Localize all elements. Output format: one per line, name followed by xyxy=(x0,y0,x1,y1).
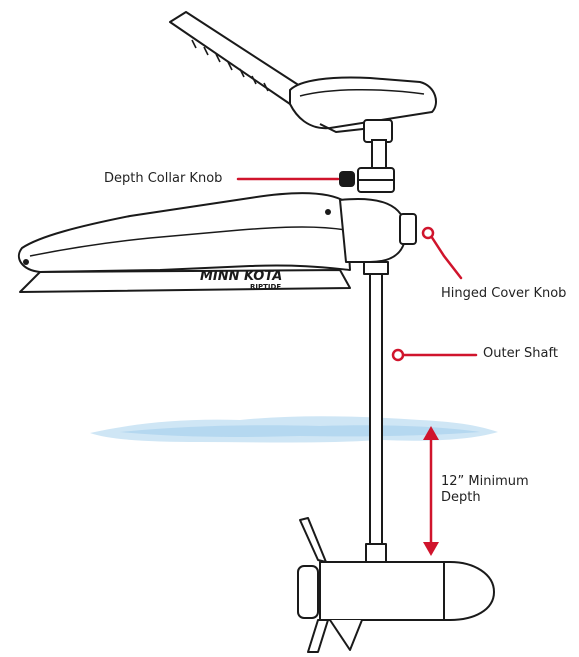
minimum-depth-label-line1: 12” Minimum xyxy=(441,474,529,489)
model-logo: RIPTIDE xyxy=(250,283,281,291)
depth-collar xyxy=(339,167,395,193)
brand-logo: MINN KOTA xyxy=(200,269,282,284)
outer-shaft xyxy=(369,273,383,545)
minimum-depth-label-line2: Depth xyxy=(441,490,481,505)
hinged-cover-knob-marker xyxy=(421,226,435,240)
depth-collar-knob-label: Depth Collar Knob xyxy=(104,171,223,186)
outer-shaft-label: Outer Shaft xyxy=(483,346,558,361)
mount-bracket xyxy=(17,192,417,293)
callout-lines xyxy=(236,177,478,548)
water-surface xyxy=(90,416,498,443)
minimum-depth-arrowheads xyxy=(423,426,439,556)
outer-shaft-marker xyxy=(391,348,405,362)
hinged-cover-knob-leader xyxy=(429,234,463,280)
lower-unit xyxy=(297,517,495,653)
mount-pins xyxy=(23,209,331,265)
upper-shaft xyxy=(363,119,393,173)
tiller-handle xyxy=(169,11,437,133)
hinged-cover-knob-label: Hinged Cover Knob xyxy=(441,286,567,301)
minimum-depth-label: 12” Minimum Depth xyxy=(441,474,551,506)
